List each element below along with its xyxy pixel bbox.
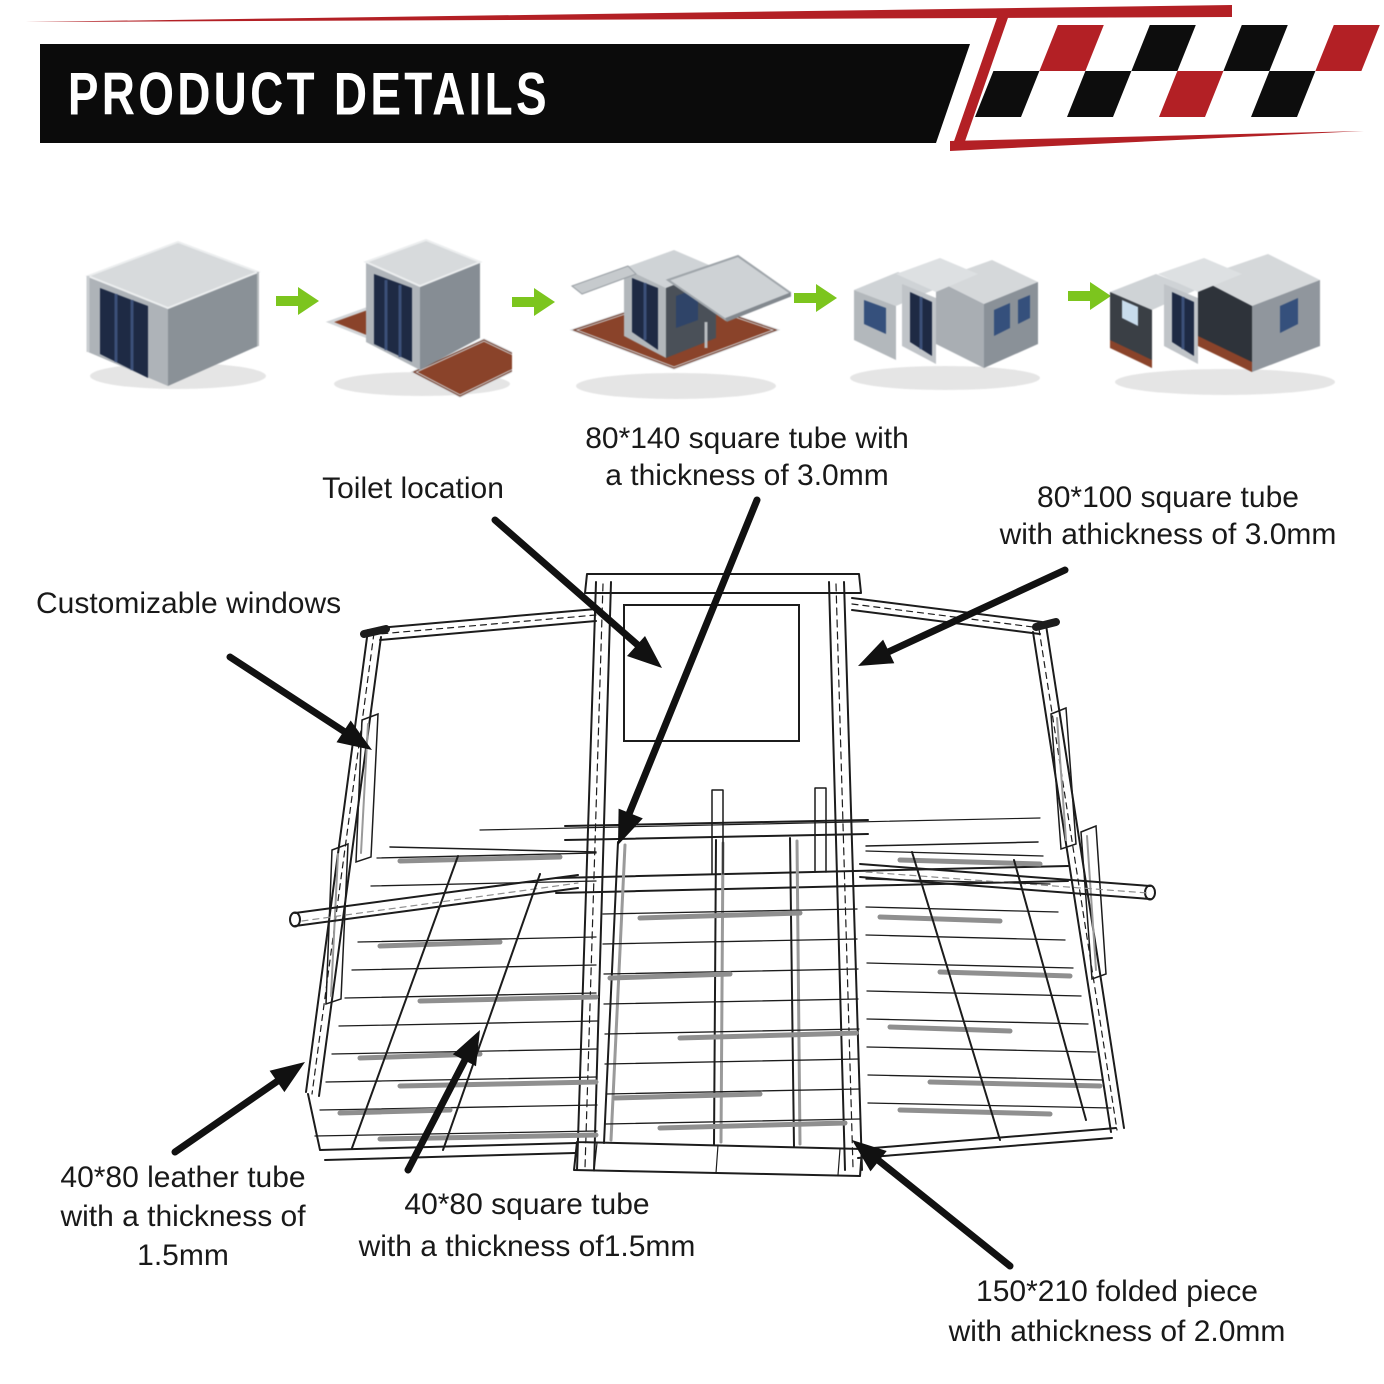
left-wing-frame — [289, 608, 599, 1161]
central-frame — [479, 573, 1069, 1177]
label-tube-80x140: 80*140 square tube with a thickness of 3… — [585, 422, 909, 492]
process-stage-floor-unfolded — [325, 238, 512, 398]
title-bar: PRODUCT DETAILS — [40, 44, 970, 143]
arrow-leather-tube-40x80 — [171, 1062, 305, 1156]
green-right-arrow-icon — [276, 287, 319, 315]
arrow-square-tube-40x80 — [404, 1030, 480, 1174]
arrow-tube-80x100 — [858, 566, 1069, 666]
header-decoration — [25, 5, 1380, 151]
label-square-tube-40x80: 40*80 square tube with a thickness of1.5… — [358, 1188, 696, 1263]
arrow-tube-80x140 — [618, 496, 761, 845]
arrow-toilet-location — [491, 516, 662, 668]
arrow-customizable-windows — [226, 653, 372, 750]
label-customizable-windows: Customizable windows — [36, 587, 342, 620]
green-right-arrow-icon — [512, 288, 555, 316]
arrow-folded-piece-150x210 — [852, 1140, 1014, 1270]
right-wing-frame — [851, 597, 1156, 1159]
green-right-arrow-icon — [1068, 282, 1111, 310]
red-ribbon-bottom — [950, 131, 1364, 151]
red-ribbon-top — [25, 5, 1232, 22]
label-folded-piece-150x210: 150*210 folded piece with athickness of … — [948, 1275, 1286, 1348]
page-title: PRODUCT DETAILS — [67, 59, 550, 128]
process-stage-fully-expanded — [850, 258, 1040, 390]
green-right-arrow-icon — [794, 284, 837, 312]
process-stage-container-folded — [85, 240, 266, 389]
label-leather-tube-40x80: 40*80 leather tube with a thickness of 1… — [60, 1161, 306, 1272]
process-stage-roof-opening — [569, 250, 791, 399]
label-tube-80x100: 80*100 square tube with athickness of 3.… — [999, 481, 1337, 551]
process-stage-expanded-open-side — [1110, 254, 1335, 395]
annotation-arrows — [171, 496, 1069, 1270]
checkered-flag-icon — [950, 12, 1380, 151]
label-toilet-location: Toilet location — [322, 472, 504, 505]
